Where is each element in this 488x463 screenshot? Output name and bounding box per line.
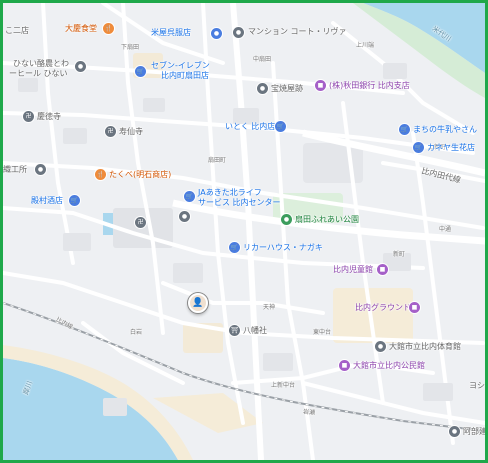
street-label-kaminakadai: 岩瀬	[302, 408, 316, 417]
street-label-kamishinmachi: 上新町	[428, 144, 447, 151]
poi-label-akita-bank[interactable]: (株)秋田銀行 比内支店	[329, 81, 410, 90]
poi-label-orikasa[interactable]: 織工所	[3, 165, 27, 174]
street-label-tenjin: 天神	[263, 304, 276, 311]
supermarket-icon[interactable]: 🛒	[275, 121, 286, 132]
stadium-icon[interactable]: ■	[409, 302, 420, 313]
poi-label-hachiman[interactable]: 八幡社	[243, 326, 267, 335]
street-label-shinmachi: 新町	[393, 251, 406, 258]
poi-label-hinai-hall[interactable]: 比内児童館	[333, 265, 373, 274]
temple-area	[113, 208, 173, 248]
river-top-right	[363, 3, 485, 73]
company-icon[interactable]: ●	[449, 426, 460, 437]
shrine-icon[interactable]: ⛩	[229, 325, 240, 336]
riverbank-bottom-left	[3, 345, 193, 460]
major-road-3	[230, 3, 264, 460]
sand-area-1	[183, 323, 223, 353]
restaurant-icon[interactable]: 🍴	[95, 169, 106, 180]
poi-label-machinogyunyu[interactable]: まちの牛乳やさん	[413, 125, 477, 134]
poi-label-jusenji[interactable]: 寿仙寺	[119, 127, 143, 136]
bank-icon[interactable]: ■	[315, 80, 326, 91]
street-label-kotachi: 中通	[439, 226, 452, 233]
poi-label-hinai-ground[interactable]: 比内グラウンド	[355, 303, 411, 312]
street-label-yoshi: 東中台	[313, 329, 332, 336]
poi-label-ribaden[interactable]: リカーハウス・ナガキ	[243, 243, 323, 252]
restaurant-icon[interactable]: 🍴	[103, 23, 114, 34]
poi-label-taikyo[interactable]: 大慶食堂	[65, 24, 97, 33]
poi-label-kyoeikan[interactable]: 宝焼屋跡	[271, 84, 303, 93]
poi-label-ashida[interactable]: 阿部建材	[463, 427, 487, 436]
poi-label-koedo: こ二店	[5, 26, 29, 35]
shopping-icon[interactable]: 🛒	[399, 124, 410, 135]
major-road-2	[302, 129, 485, 177]
user-location-marker[interactable]: 👤	[188, 293, 208, 313]
street-label-kamisen: 上新中台	[271, 382, 296, 389]
map-canvas[interactable]	[3, 3, 485, 460]
temple-icon[interactable]: 卍	[23, 111, 34, 122]
railway-ties	[3, 302, 485, 432]
temple-icon[interactable]: 卍	[105, 126, 116, 137]
street-label-nakaogita: 中扇田	[253, 56, 272, 63]
liquor-store-icon[interactable]: 🛒	[69, 195, 80, 206]
poi-label-fukaya[interactable]: 殿村酒店	[31, 196, 63, 205]
poi-label-hinai-public[interactable]: 大館市立比内公民館	[353, 361, 425, 370]
poi-label-oogita-park[interactable]: 扇田ふれあい公園	[295, 215, 359, 224]
person-icon: 👤	[192, 298, 204, 308]
poi-label-mansion[interactable]: マンション コート・リヴァ	[248, 27, 347, 36]
poi-label-taikan-school[interactable]: 大館市立比内体育館	[389, 342, 461, 351]
riverbank-top-right	[353, 3, 485, 98]
gym-icon[interactable]: ●	[375, 341, 386, 352]
shopping-icon[interactable]: ●	[211, 28, 222, 39]
shopping-icon[interactable]: 🛒	[184, 191, 195, 202]
major-road	[172, 199, 485, 245]
street-label-kamimachi: 上川端	[356, 42, 375, 49]
hall-icon[interactable]: ■	[377, 264, 388, 275]
landmark-icon[interactable]: ●	[257, 83, 268, 94]
place-icon[interactable]: ●	[179, 211, 190, 222]
florist-icon[interactable]: 🛒	[413, 142, 424, 153]
street-label-shirogiri: 白岩	[130, 329, 143, 336]
ground-area	[333, 288, 413, 343]
poi-label-kanehara[interactable]: カネヤ生花店	[427, 143, 475, 152]
street-label-shimoogita: 下扇田	[121, 44, 140, 51]
poi-label-yoneya[interactable]: 米屋呉服店	[151, 28, 191, 37]
poi-label-ja[interactable]: JAあきた北ライフ	[198, 188, 262, 197]
place-icon[interactable]: ●	[75, 61, 86, 72]
poi-label-hinai-kaigi[interactable]: ひない酪農とわ	[13, 59, 69, 68]
poi-label-keitokuji[interactable]: 慶徳寺	[37, 112, 61, 121]
poi-label-takuhe[interactable]: たくべ(明石商店)	[109, 170, 172, 179]
poi-label-ja-2[interactable]: サービス 比内センター	[198, 198, 281, 207]
building-icon[interactable]: ●	[233, 27, 244, 38]
building-blocks	[18, 63, 453, 416]
street-label-ogitamachi: 扇田町	[208, 157, 227, 164]
community-center-icon[interactable]: ■	[339, 360, 350, 371]
poi-label-seven-2[interactable]: 比内町扇田店	[161, 71, 209, 80]
poi-label-hinai-kaigi-2[interactable]: ーヒール ひない	[9, 69, 68, 78]
river-bottom-left	[3, 358, 178, 460]
poi-label-ynji[interactable]: ヨシ	[469, 381, 485, 390]
poi-label-itoku[interactable]: いとく 比内店	[225, 122, 276, 131]
park-icon[interactable]: ●	[281, 214, 292, 225]
temple-icon[interactable]: 卍	[135, 217, 146, 228]
convenience-store-icon[interactable]: 🛒	[135, 66, 146, 77]
factory-icon[interactable]: ●	[35, 164, 46, 175]
poi-label-seven[interactable]: セブン-イレブン	[151, 61, 210, 70]
sandbar	[153, 393, 263, 433]
liquor-store-icon[interactable]: 🛒	[229, 242, 240, 253]
